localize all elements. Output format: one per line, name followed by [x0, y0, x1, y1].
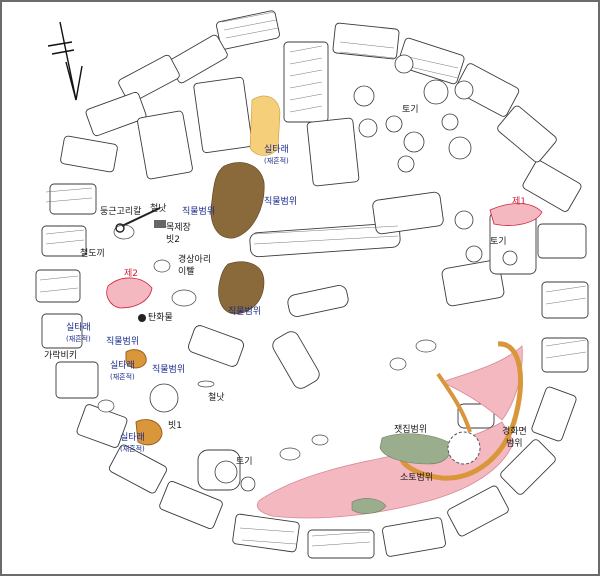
thread-area-mid	[125, 349, 147, 369]
label-textile-left: 직물범위	[182, 207, 216, 217]
label-red-1: 제1	[512, 197, 527, 207]
label-thread-bottom-sub: (재흔적)	[120, 445, 145, 453]
textile-area-center	[218, 261, 265, 315]
label-comb-2: 빗2	[166, 235, 181, 245]
label-textile-lower-left: 직물범위	[106, 337, 140, 347]
comb-mark	[154, 220, 166, 228]
label-burnt-soil: 소토범위	[400, 473, 434, 483]
label-thread-top-sub: (재흔적)	[264, 157, 289, 165]
label-teeth: 이빨	[178, 267, 195, 277]
label-ash: 잿집범위	[394, 425, 428, 435]
charcoal-mark	[138, 314, 146, 322]
ring-knife-mark	[115, 223, 125, 233]
label-pottery-bottom: 토기	[236, 457, 253, 467]
label-sickle-top: 철낫	[150, 204, 167, 214]
label-textile-mid: 직물범위	[152, 365, 186, 375]
label-red-2: 제2	[124, 269, 139, 279]
ash-area	[379, 433, 451, 465]
ash-small-area	[351, 498, 387, 514]
label-sickle-bottom: 철낫	[208, 393, 225, 403]
label-thread-left-sub: (재흔적)	[66, 335, 91, 343]
pit-outline	[447, 431, 481, 465]
pottery-cluster	[149, 54, 518, 492]
thread-area-bottom	[135, 419, 163, 446]
red-area-left	[106, 277, 153, 309]
label-textile-top: 직물범위	[264, 197, 298, 207]
label-ring-knife: 둥근고리칼	[100, 207, 142, 217]
small-stones	[97, 224, 437, 461]
label-pottery-ne: 토기	[402, 105, 419, 115]
label-thread-mid: 실타래	[110, 361, 135, 371]
fired-clay-arc	[399, 341, 524, 481]
label-comb-1: 빗1	[168, 421, 183, 431]
thread-area-top	[249, 95, 281, 156]
label-thread-left: 실타래	[66, 323, 91, 333]
label-thread-mid-sub: (재흔적)	[110, 373, 135, 381]
label-hardened-2: 범위	[506, 439, 523, 449]
label-thread-bottom: 실타래	[120, 433, 145, 443]
stone-ring	[35, 10, 589, 559]
textile-area-top	[210, 162, 265, 239]
label-wooden-comb: 목제장	[166, 223, 191, 233]
label-pottery-e: 토기	[490, 237, 507, 247]
red-area-right	[489, 203, 543, 226]
label-textile-center: 직물범위	[228, 307, 262, 317]
label-gyeongsang: 경상아리	[178, 255, 212, 265]
fired-clay-branch	[436, 372, 472, 433]
iron-sickle-mark	[121, 207, 161, 227]
label-charcoal: 탄화물	[148, 313, 173, 323]
label-spindle: 가락비키	[44, 351, 78, 361]
north-arrow-icon	[47, 21, 83, 101]
stone-hatching	[39, 11, 587, 547]
label-hardened-1: 경화면	[502, 427, 527, 437]
label-iron-axe: 철도끼	[80, 249, 105, 259]
label-thread-top: 실타래	[264, 145, 289, 155]
